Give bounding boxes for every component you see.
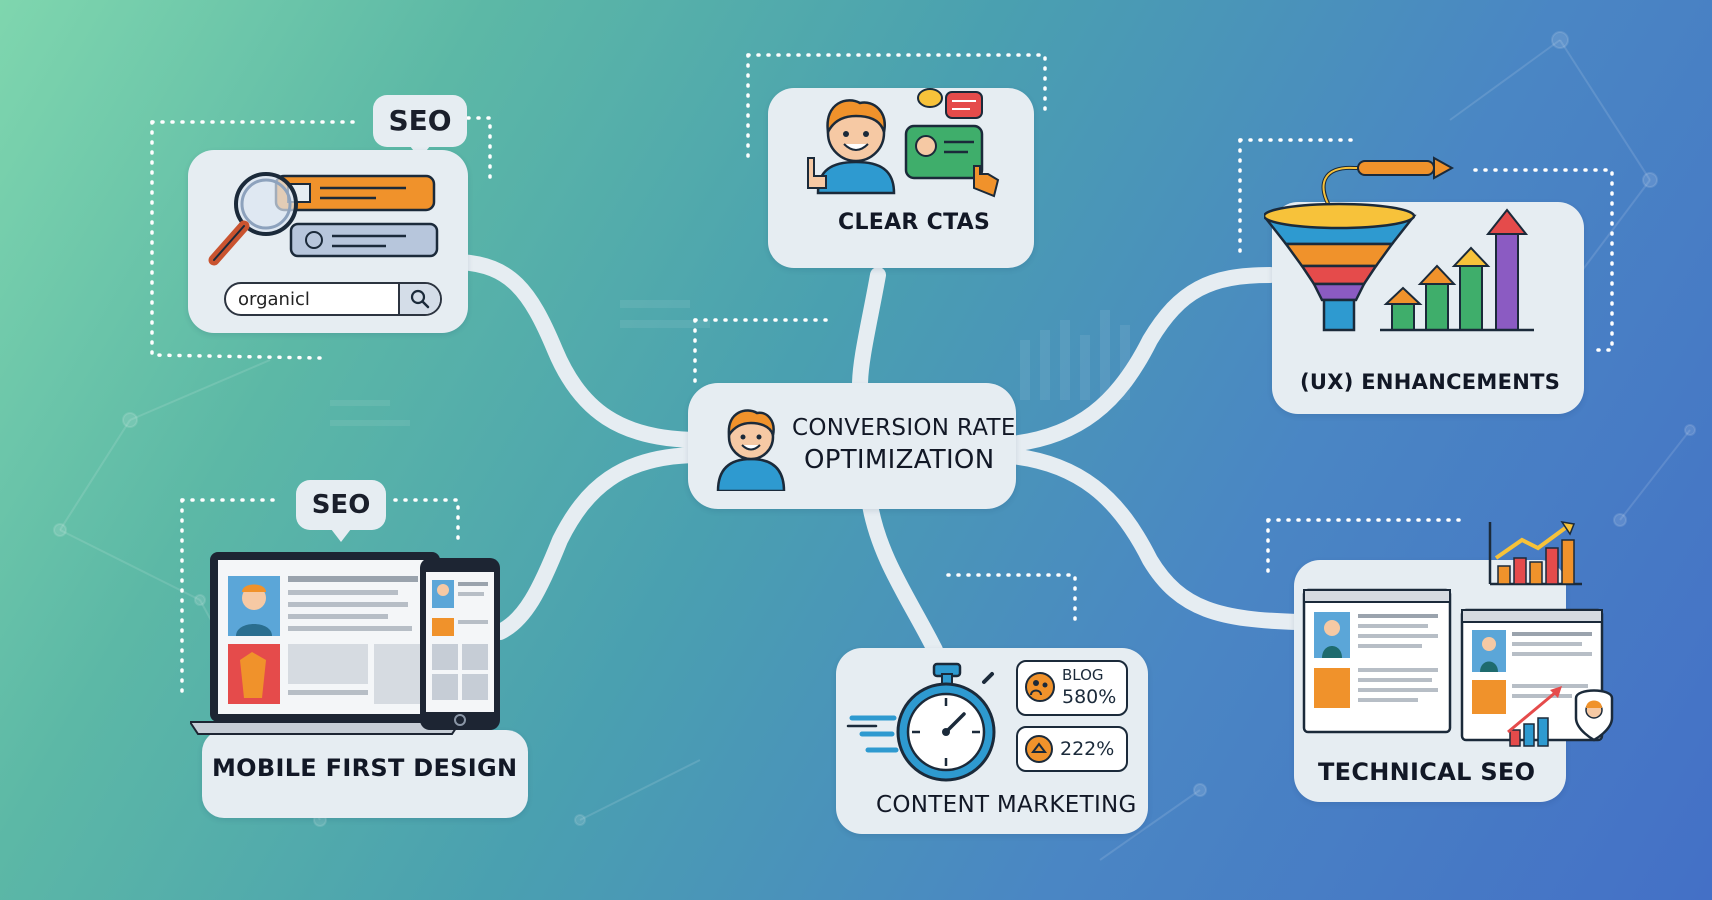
mobile-first-design-label: MOBILE FIRST DESIGN [212,754,518,782]
blog-label: BLOG [1062,666,1104,684]
blog-stat-bubble: BLOG 580% [1016,660,1128,716]
search-icon [410,289,430,309]
seo-tag-text: SEO [388,104,452,137]
center-node: CONVERSION RATE OPTIMIZATION [688,383,1016,509]
trend-chart-icon [1488,520,1582,586]
mobile-seo-tag: SEO [296,480,386,542]
mobile-seo-tag-text: SEO [311,490,371,520]
second-value: 222% [1060,738,1115,760]
ux-enhancements-label: (UX) ENHANCEMENTS [1300,370,1561,394]
seo-tag: SEO [373,95,467,159]
clear-ctas-node: CLEAR CTAS [768,88,1034,268]
second-stat-bubble: 222% [1016,726,1128,772]
laptop-phone-icon [190,552,500,735]
magnifier-icon [208,172,439,266]
content-marketing-label: CONTENT MARKETING [876,792,1137,818]
people-icon [1025,672,1055,702]
bar-decoration [330,300,1130,426]
blog-value: 580% [1062,686,1117,708]
center-title-line1: CONVERSION RATE [792,415,1016,441]
person-avatar-icon [716,409,786,491]
search-input[interactable]: organicl [224,282,442,316]
seo-search-node: organicl [188,150,468,333]
content-marketing-node: BLOG 580% 222% CONTENT MARKETING [836,648,1148,834]
center-title-line2: OPTIMIZATION [804,445,995,475]
person-chat-icon [807,88,1000,198]
technical-seo-label: TECHNICAL SEO [1318,758,1536,786]
stopwatch-icon [846,662,996,782]
search-button[interactable] [398,284,440,314]
clear-ctas-label: CLEAR CTAS [838,210,991,235]
chart-badge-icon [1025,735,1053,763]
funnel-chart-icon [1264,156,1534,332]
ux-enhancements-node: (UX) ENHANCEMENTS [1264,156,1584,414]
search-input-value: organicl [238,288,310,310]
mobile-first-design-node: MOBILE FIRST DESIGN [202,730,528,818]
web-pages-icon [1302,520,1614,747]
